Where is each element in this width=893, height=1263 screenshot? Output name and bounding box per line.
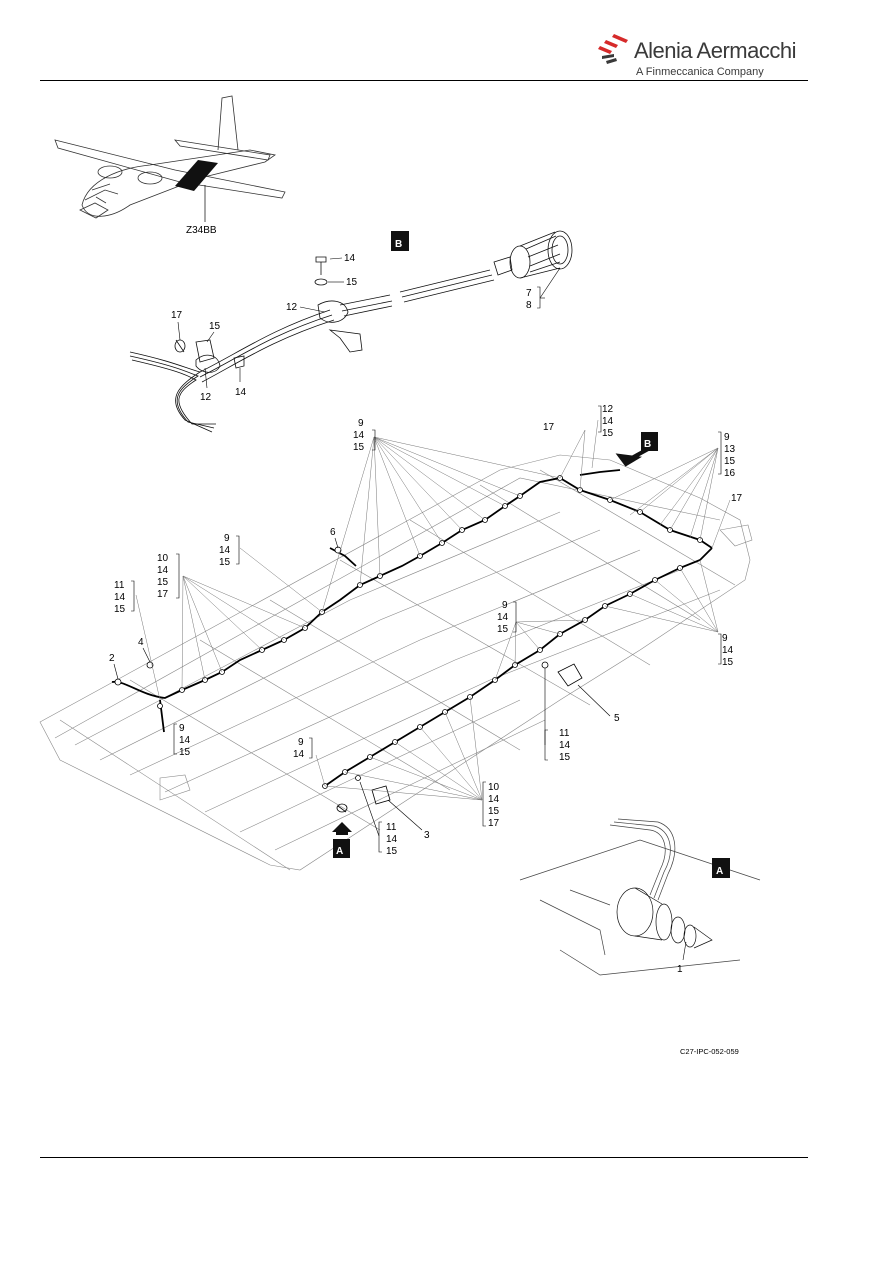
view-b-detail xyxy=(129,230,573,433)
aircraft-locator xyxy=(54,95,286,219)
svg-text:9: 9 xyxy=(224,533,230,544)
view-a-badge: A xyxy=(712,858,730,878)
svg-text:15: 15 xyxy=(114,604,126,615)
brand-subtitle: A Finmeccanica Company xyxy=(636,66,764,78)
svg-text:2: 2 xyxy=(109,653,115,664)
footer-rule xyxy=(40,1157,808,1158)
svg-text:14: 14 xyxy=(179,735,191,746)
harness-routing xyxy=(111,469,713,787)
view-a-detail xyxy=(519,818,761,976)
svg-text:15: 15 xyxy=(353,442,365,453)
view-b-callouts: 14 15 12 17 15 12 14 7 8 xyxy=(171,253,561,403)
zone-label: Z34BB xyxy=(186,225,217,236)
floor-structure xyxy=(39,454,753,871)
svg-text:14: 14 xyxy=(353,430,365,441)
svg-text:15: 15 xyxy=(386,846,398,857)
main-callouts: 9 14 15 12 14 15 17 9 13 15 16 17 6 9 14… xyxy=(109,404,743,857)
mount-brackets xyxy=(336,663,583,813)
svg-text:14: 14 xyxy=(488,794,500,805)
svg-text:15: 15 xyxy=(722,657,734,668)
svg-text:17: 17 xyxy=(157,589,169,600)
svg-text:14: 14 xyxy=(293,749,305,760)
svg-text:5: 5 xyxy=(614,713,620,724)
callout-a-1: 1 xyxy=(677,964,683,975)
svg-text:6: 6 xyxy=(330,527,336,538)
svg-text:A: A xyxy=(716,866,723,877)
leader-lines xyxy=(135,419,731,801)
callout-b-14-bottom: 14 xyxy=(235,387,247,398)
logo-swoosh-icon xyxy=(598,34,628,64)
view-a-arrow: A xyxy=(332,822,352,858)
svg-text:15: 15 xyxy=(497,624,509,635)
svg-text:15: 15 xyxy=(559,752,571,763)
view-b-badge: B xyxy=(391,231,409,251)
svg-text:15: 15 xyxy=(219,557,231,568)
callout-b-15-left: 15 xyxy=(209,321,221,332)
callout-b-12: 12 xyxy=(286,302,298,313)
svg-text:14: 14 xyxy=(559,740,571,751)
harness-clamps xyxy=(114,475,703,789)
svg-text:15: 15 xyxy=(488,806,500,817)
svg-text:11: 11 xyxy=(114,580,125,591)
svg-text:A: A xyxy=(336,846,343,857)
zone-highlight xyxy=(175,160,218,191)
svg-text:14: 14 xyxy=(602,416,614,427)
svg-text:10: 10 xyxy=(157,553,169,564)
callout-b-14-top: 14 xyxy=(344,253,356,264)
svg-text:10: 10 xyxy=(488,782,500,793)
svg-text:15: 15 xyxy=(602,428,614,439)
svg-text:4: 4 xyxy=(138,637,144,648)
drawing-reference: C27-IPC-052-059 xyxy=(680,1047,739,1056)
callout-b-7: 7 xyxy=(526,288,532,299)
svg-text:16: 16 xyxy=(724,468,736,479)
svg-text:3: 3 xyxy=(424,830,430,841)
svg-text:17: 17 xyxy=(488,818,500,829)
svg-text:17: 17 xyxy=(543,422,555,433)
svg-text:9: 9 xyxy=(298,737,304,748)
svg-text:11: 11 xyxy=(386,822,397,833)
svg-text:14: 14 xyxy=(386,834,398,845)
svg-text:9: 9 xyxy=(722,633,728,644)
company-logo: Alenia Aermacchi A Finmeccanica Company xyxy=(596,28,796,80)
svg-text:17: 17 xyxy=(731,493,743,504)
svg-text:B: B xyxy=(395,239,402,250)
svg-text:14: 14 xyxy=(497,612,509,623)
svg-text:9: 9 xyxy=(502,600,508,611)
callout-b-12-bottom: 12 xyxy=(200,392,212,403)
svg-text:12: 12 xyxy=(602,404,614,415)
svg-text:15: 15 xyxy=(157,577,169,588)
callout-b-17: 17 xyxy=(171,310,183,321)
svg-text:13: 13 xyxy=(724,444,736,455)
svg-text:9: 9 xyxy=(358,418,364,429)
callout-b-15-top: 15 xyxy=(346,277,358,288)
view-b-arrow: B xyxy=(615,432,658,467)
svg-text:14: 14 xyxy=(114,592,126,603)
brand-name: Alenia Aermacchi xyxy=(634,38,796,63)
svg-text:14: 14 xyxy=(219,545,231,556)
svg-text:9: 9 xyxy=(179,723,185,734)
svg-text:15: 15 xyxy=(724,456,736,467)
svg-text:B: B xyxy=(644,439,651,450)
svg-text:11: 11 xyxy=(559,728,570,739)
svg-text:14: 14 xyxy=(157,565,169,576)
svg-text:14: 14 xyxy=(722,645,734,656)
callout-b-8: 8 xyxy=(526,300,532,311)
header-rule xyxy=(40,80,808,81)
svg-text:9: 9 xyxy=(724,432,730,443)
svg-text:15: 15 xyxy=(179,747,191,758)
